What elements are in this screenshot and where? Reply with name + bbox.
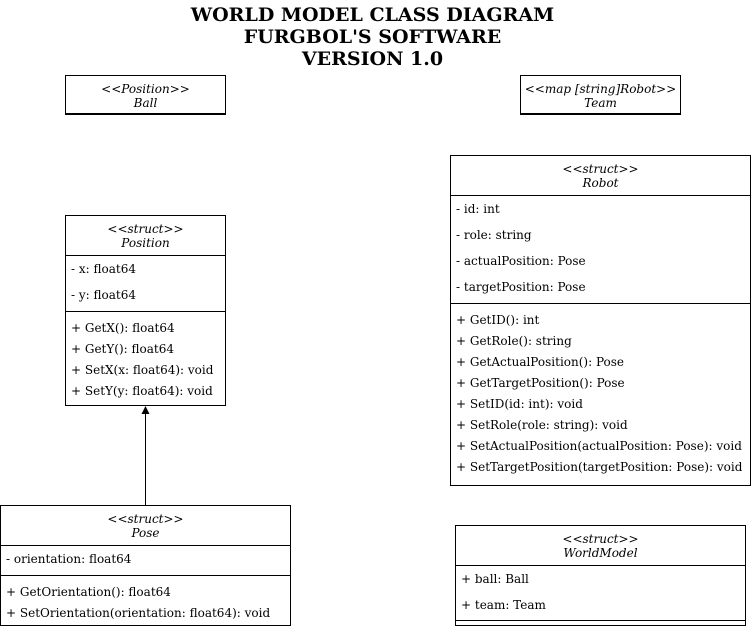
attribute: - actualPosition: Pose <box>456 254 586 268</box>
operation: + GetRole(): string <box>456 334 572 348</box>
class-robot: <<struct>> Robot - id: int - role: strin… <box>450 155 751 486</box>
class-header: <<Position>> Ball <box>66 76 225 110</box>
title-line-3: VERSION 1.0 <box>301 48 444 70</box>
operation: + SetTargetPosition(targetPosition: Pose… <box>456 460 743 474</box>
title-line-1: WORLD MODEL CLASS DIAGRAM <box>190 4 555 26</box>
class-name: Team <box>584 96 617 110</box>
class-name: Ball <box>133 96 158 110</box>
class-stereotype: <<map [string]Robot>> <box>524 82 677 96</box>
class-underline <box>520 113 681 115</box>
operation: + SetID(id: int): void <box>456 397 583 411</box>
attribute: - targetPosition: Pose <box>456 280 586 294</box>
class-stereotype: <<struct>> <box>107 512 184 526</box>
class-position: <<struct>> Position - x: float64 - y: fl… <box>65 215 226 406</box>
operation: + GetID(): int <box>456 313 540 327</box>
operation: + SetX(x: float64): void <box>71 363 214 377</box>
class-ball: <<Position>> Ball <box>65 75 226 115</box>
class-header: <<struct>> WorldModel <box>456 526 745 565</box>
title-line-2: FURGBOL'S SOFTWARE <box>243 26 502 48</box>
operation: + GetOrientation(): float64 <box>6 585 171 599</box>
operation: + GetTargetPosition(): Pose <box>456 376 625 390</box>
attribute: + ball: Ball <box>461 572 529 586</box>
operation: + SetRole(role: string): void <box>456 418 628 432</box>
attribute: - x: float64 <box>71 262 136 276</box>
attribute: - orientation: float64 <box>6 552 132 566</box>
operations-section: + GetX(): float64 + GetY(): float64 + Se… <box>66 311 225 405</box>
attribute: - role: string <box>456 228 532 242</box>
class-stereotype: <<struct>> <box>107 222 184 236</box>
arrowhead-icon <box>141 406 150 414</box>
class-name: Pose <box>131 526 160 540</box>
attributes-section: - orientation: float64 <box>1 545 290 575</box>
operation: + GetActualPosition(): Pose <box>456 355 625 369</box>
class-header: <<struct>> Position <box>66 216 225 255</box>
operation: + SetActualPosition(actualPosition: Pose… <box>456 439 742 453</box>
class-name: Robot <box>582 176 619 190</box>
class-stereotype: <<Position>> <box>101 82 190 96</box>
attributes-section: - id: int - role: string - actualPositio… <box>451 195 750 303</box>
class-team: <<map [string]Robot>> Team <box>520 75 681 115</box>
diagram-title: WORLD MODEL CLASS DIAGRAM FURGBOL'S SOFT… <box>0 4 745 70</box>
attributes-section: - x: float64 - y: float64 <box>66 255 225 311</box>
operation: + SetOrientation(orientation: float64): … <box>6 606 271 620</box>
class-name: WorldModel <box>563 546 638 560</box>
attribute: - y: float64 <box>71 288 136 302</box>
operations-section: + GetID(): int + GetRole(): string + Get… <box>451 303 750 481</box>
class-header: <<struct>> Pose <box>1 506 290 545</box>
class-header: <<map [string]Robot>> Team <box>521 76 680 110</box>
class-header: <<struct>> Robot <box>451 156 750 195</box>
operation: + SetY(y: float64): void <box>71 384 213 398</box>
class-pose: <<struct>> Pose - orientation: float64 +… <box>0 505 291 626</box>
class-stereotype: <<struct>> <box>562 162 639 176</box>
attributes-section: + ball: Ball + team: Team <box>456 565 745 621</box>
class-stereotype: <<struct>> <box>562 532 639 546</box>
class-worldmodel: <<struct>> WorldModel + ball: Ball + tea… <box>455 525 746 626</box>
attribute: - id: int <box>456 202 500 216</box>
attribute: + team: Team <box>461 598 546 612</box>
operation: + GetX(): float64 <box>71 321 175 335</box>
class-underline <box>65 113 226 115</box>
class-name: Position <box>121 236 170 250</box>
operations-section: + GetOrientation(): float64 + SetOrienta… <box>1 575 290 627</box>
operation: + GetY(): float64 <box>71 342 174 356</box>
